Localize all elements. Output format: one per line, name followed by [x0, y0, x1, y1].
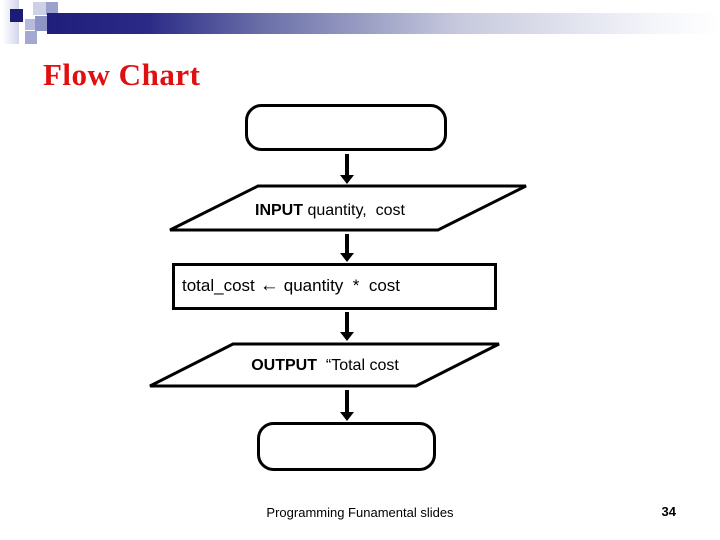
input-parallelogram-shape: [169, 184, 527, 232]
input-node-label: INPUT quantity, cost: [165, 201, 495, 221]
output-args: “Total cost: [316, 357, 399, 374]
flow-arrow-1: [340, 154, 354, 184]
flow-arrow-2: [340, 234, 354, 262]
deco-square: [33, 2, 46, 15]
page-number: 34: [661, 504, 676, 519]
process-rectangle-shape: [172, 263, 497, 310]
deco-square: [46, 2, 58, 15]
input-args: quantity, cost: [303, 202, 405, 219]
header-decoration: [0, 0, 720, 50]
output-node-label: OUTPUT “Total cost: [160, 356, 490, 376]
deco-square: [10, 9, 23, 22]
start-terminator-shape: [245, 104, 447, 151]
output-parallelogram-shape: [149, 342, 500, 388]
flow-arrow-4: [340, 390, 354, 421]
end-terminator-shape: [257, 422, 436, 471]
flow-arrow-3: [340, 312, 354, 341]
process-node-label: total_cost←quantity * cost: [182, 276, 400, 296]
footer-text: Programming Funamental slides: [266, 505, 454, 520]
header-bar: [47, 13, 720, 34]
process-target: total_cost: [182, 276, 255, 295]
deco-square: [35, 16, 48, 31]
output-keyword: OUTPUT: [251, 357, 317, 374]
slide-title: Flow Chart: [43, 57, 201, 92]
process-expression: quantity * cost: [283, 276, 400, 295]
deco-square: [25, 31, 37, 44]
input-keyword: INPUT: [255, 202, 303, 219]
deco-square: [25, 19, 35, 30]
assignment-arrow-icon: ←: [259, 275, 279, 296]
